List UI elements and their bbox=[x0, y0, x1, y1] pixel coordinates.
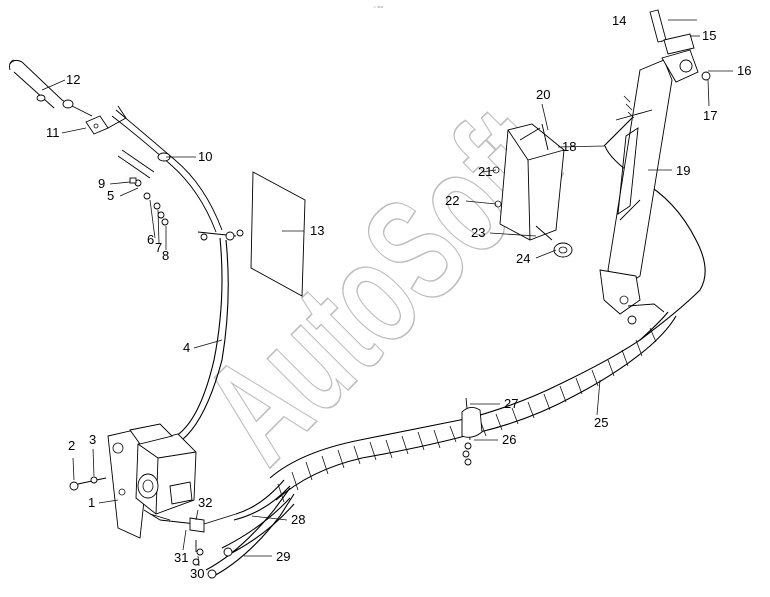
part-label-4: 4 bbox=[183, 340, 190, 355]
part-label-30: 30 bbox=[190, 566, 204, 581]
part-label-28: 28 bbox=[291, 512, 305, 527]
part-label-3: 3 bbox=[89, 432, 96, 447]
part-label-23: 23 bbox=[471, 225, 485, 240]
part-label-1: 1 bbox=[88, 495, 95, 510]
part-label-25: 25 bbox=[594, 415, 608, 430]
part-label-26: 26 bbox=[502, 432, 516, 447]
part-label-10: 10 bbox=[198, 149, 212, 164]
part-label-15: 15 bbox=[702, 28, 716, 43]
hose-4 bbox=[175, 229, 244, 441]
part-label-8: 8 bbox=[162, 248, 169, 263]
callout-labels: 12 11 10 9 5 6 7 8 13 4 2 3 1 32 31 30 2… bbox=[46, 13, 751, 581]
part-label-2: 2 bbox=[68, 438, 75, 453]
hoses-28-29 bbox=[205, 479, 295, 579]
pump-unit bbox=[492, 123, 573, 258]
bracket bbox=[85, 115, 127, 135]
part-label-22: 22 bbox=[445, 193, 459, 208]
part-label-29: 29 bbox=[276, 549, 290, 564]
tilt-cylinder bbox=[599, 9, 711, 325]
part-label-32: 32 bbox=[198, 495, 212, 510]
part-label-24: 24 bbox=[516, 251, 530, 266]
part-label-31: 31 bbox=[174, 550, 188, 565]
part-label-7: 7 bbox=[155, 240, 162, 255]
top-mark: ~ == bbox=[373, 5, 383, 11]
part-label-18: 18 bbox=[562, 139, 576, 154]
rod bbox=[111, 105, 223, 233]
upper-lever-tube bbox=[9, 59, 93, 117]
harness-clamp bbox=[461, 397, 483, 466]
part-label-14: 14 bbox=[612, 13, 626, 28]
leader-lines bbox=[41, 19, 733, 567]
part-label-27: 27 bbox=[504, 396, 518, 411]
part-label-20: 20 bbox=[536, 87, 550, 102]
part-label-5: 5 bbox=[107, 188, 114, 203]
drawing bbox=[9, 9, 711, 579]
part-label-9: 9 bbox=[98, 176, 105, 191]
part-label-19: 19 bbox=[676, 163, 690, 178]
small-fittings bbox=[117, 149, 169, 226]
part-label-6: 6 bbox=[147, 232, 154, 247]
part-label-17: 17 bbox=[703, 108, 717, 123]
part-label-21: 21 bbox=[478, 164, 492, 179]
valve-assembly bbox=[69, 423, 197, 539]
part-label-13: 13 bbox=[310, 223, 324, 238]
valve-fittings bbox=[159, 513, 237, 566]
part-label-11: 11 bbox=[46, 125, 60, 140]
part-label-12: 12 bbox=[66, 72, 80, 87]
panel-sheet bbox=[250, 171, 306, 297]
part-label-16: 16 bbox=[737, 63, 751, 78]
